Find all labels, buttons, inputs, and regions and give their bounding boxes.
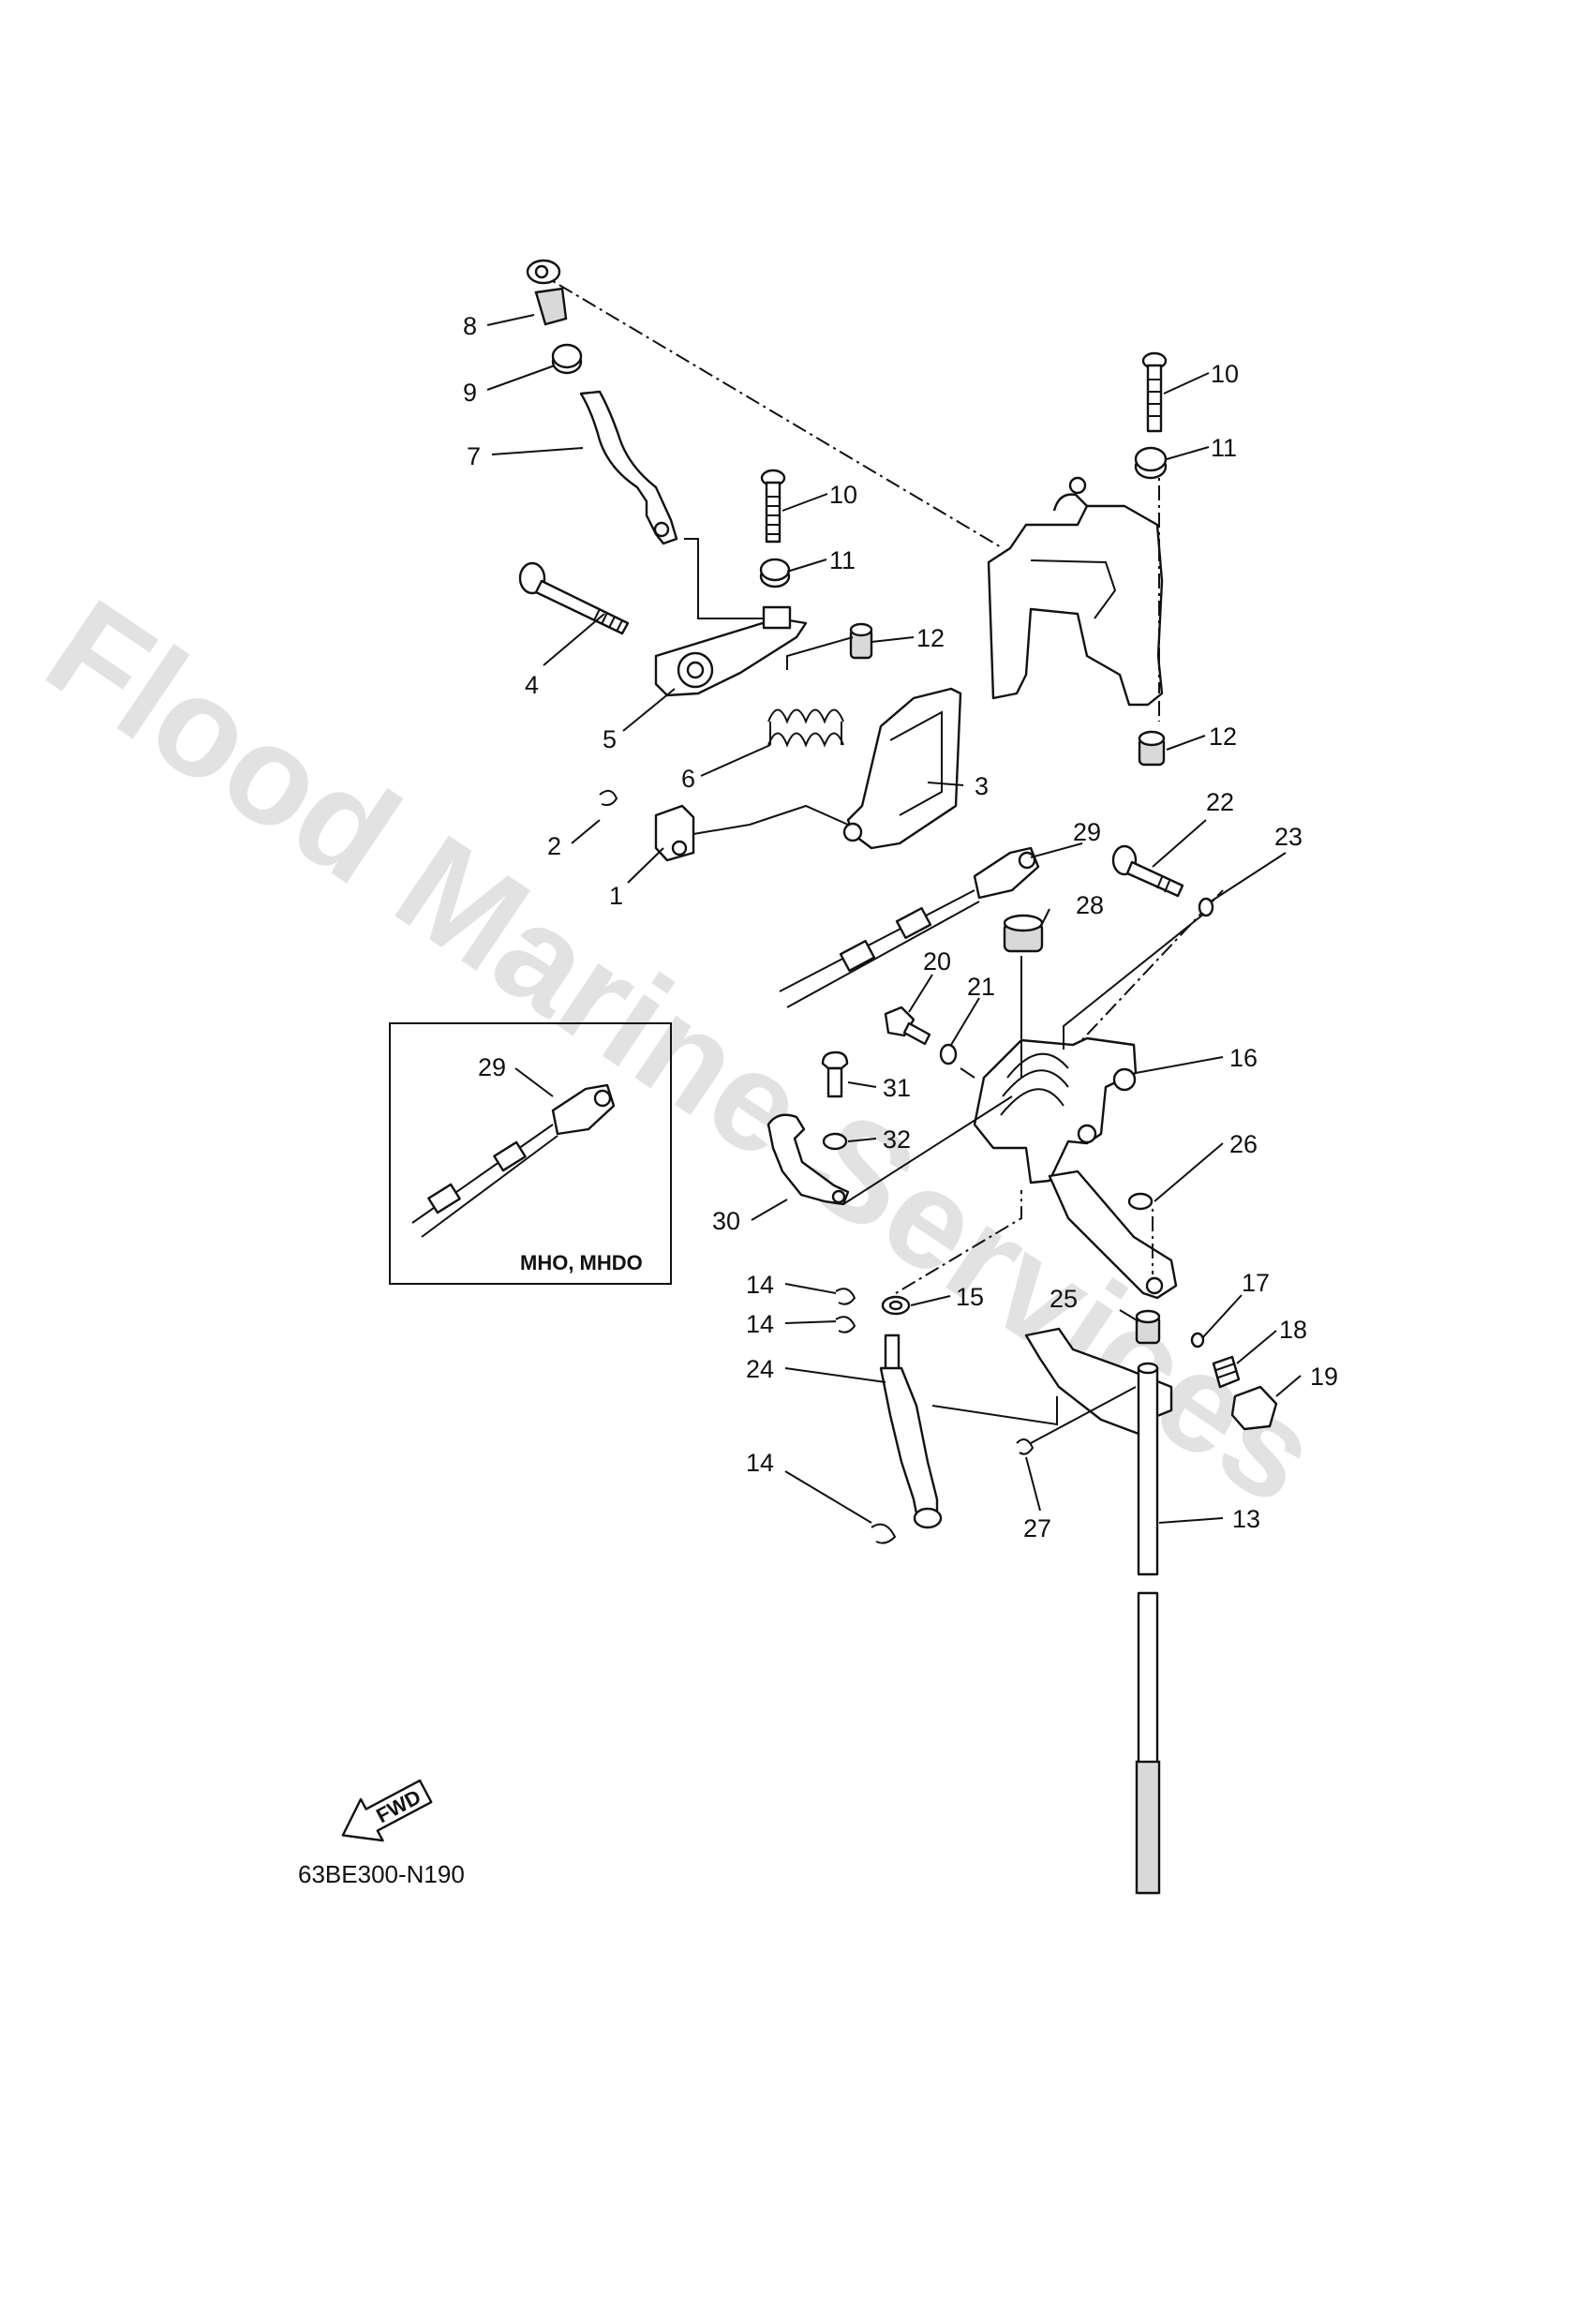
part-32-washer: [822, 1132, 848, 1151]
callout-14: 14: [746, 1310, 774, 1338]
part-29-cable-joint: [973, 846, 1040, 900]
part-11-nut-left: [759, 558, 791, 588]
part-12-collar-upper: [849, 622, 873, 660]
callout-9: 9: [463, 379, 477, 407]
callout-4: 4: [525, 671, 539, 699]
engine-bracket: [987, 476, 1164, 707]
part-5-lever: [654, 605, 808, 697]
callout-14: 14: [746, 1449, 774, 1477]
part-22-bolt: [1111, 844, 1184, 898]
part-1-block: [654, 804, 695, 862]
callout-20: 20: [923, 947, 951, 976]
part-25-bushing: [1135, 1309, 1161, 1345]
part-2-clip: [599, 789, 618, 807]
inset-mho-mhdo: MHO, MHDO: [389, 1022, 672, 1285]
part-30-plate: [767, 1113, 850, 1206]
part-24-shift-lever: [879, 1333, 1058, 1529]
part-10-screw-right: [1141, 351, 1168, 433]
part-27-clip: [1016, 1386, 1137, 1455]
callout-3: 3: [975, 772, 989, 800]
callout-26: 26: [1229, 1130, 1258, 1158]
callout-27: 27: [1023, 1514, 1051, 1542]
callout-16: 16: [1229, 1044, 1258, 1072]
part-18-screw: [1212, 1355, 1241, 1389]
callout-labels: 8 9 7 10 11 10 11 12 12 4 5 6 3 2 1 29 2…: [463, 312, 1338, 1542]
part-13-shift-rod: [1024, 1327, 1173, 1895]
part-10-screw-left: [760, 469, 786, 544]
throttle-cable: [779, 889, 980, 1008]
part-12-collar-lower: [1138, 730, 1166, 767]
diagram-code: 63BE300-N190: [298, 1860, 465, 1888]
callout-23: 23: [1274, 823, 1303, 851]
callout-leaders: [486, 314, 1302, 1524]
part-19-cap: [1230, 1385, 1278, 1431]
part-3-cam: [842, 687, 962, 850]
callout-25: 25: [1050, 1285, 1078, 1313]
callout-19: 19: [1310, 1363, 1338, 1391]
callout-10: 10: [829, 481, 857, 509]
part-4-bolt: [518, 561, 630, 635]
part-7-link-rod: [579, 390, 678, 545]
part-23-washer: [1198, 897, 1214, 917]
part-6-spring: [767, 708, 844, 748]
callout-21: 21: [967, 973, 995, 1001]
part-21-washer: [939, 1043, 958, 1065]
callout-11: 11: [829, 546, 856, 574]
callout-12: 12: [916, 624, 945, 652]
callout-30: 30: [712, 1207, 740, 1235]
callout-29-inset: 29: [478, 1053, 506, 1081]
callout-29: 29: [1073, 818, 1101, 846]
callout-13: 13: [1232, 1505, 1260, 1533]
callout-1: 1: [609, 882, 623, 910]
part-28-collar: [1003, 914, 1044, 953]
callout-12: 12: [1209, 723, 1237, 751]
part-20-bolt: [884, 1006, 931, 1046]
callout-8: 8: [463, 312, 477, 340]
part-31-bolt: [821, 1050, 849, 1098]
fwd-arrow: FWD: [341, 1779, 433, 1842]
inset-label: MHO, MHDO: [520, 1251, 643, 1274]
callout-7: 7: [467, 442, 481, 470]
part-17-washer: [1190, 1332, 1205, 1348]
part-16-shift-bracket: [973, 1036, 1138, 1184]
callout-2: 2: [547, 832, 561, 860]
callout-18: 18: [1279, 1316, 1307, 1344]
callout-31: 31: [883, 1074, 911, 1102]
part-26-washer: [1127, 1192, 1154, 1211]
part-14-clips: [835, 1288, 897, 1544]
callout-24: 24: [746, 1355, 774, 1383]
shift-arm: [1048, 1169, 1178, 1300]
callout-5: 5: [603, 725, 617, 753]
callout-14: 14: [746, 1271, 774, 1299]
part-15-washer: [881, 1295, 911, 1316]
part-9-nut: [551, 343, 583, 375]
callout-32: 32: [883, 1125, 911, 1154]
callout-11: 11: [1211, 434, 1237, 462]
callout-28: 28: [1076, 891, 1104, 919]
callout-17: 17: [1242, 1269, 1270, 1297]
callout-15: 15: [956, 1283, 984, 1311]
callout-6: 6: [681, 765, 695, 793]
part-8-clip: [526, 259, 568, 326]
callout-22: 22: [1206, 788, 1234, 816]
part-11-nut-right: [1134, 446, 1168, 480]
callout-10: 10: [1211, 360, 1239, 388]
